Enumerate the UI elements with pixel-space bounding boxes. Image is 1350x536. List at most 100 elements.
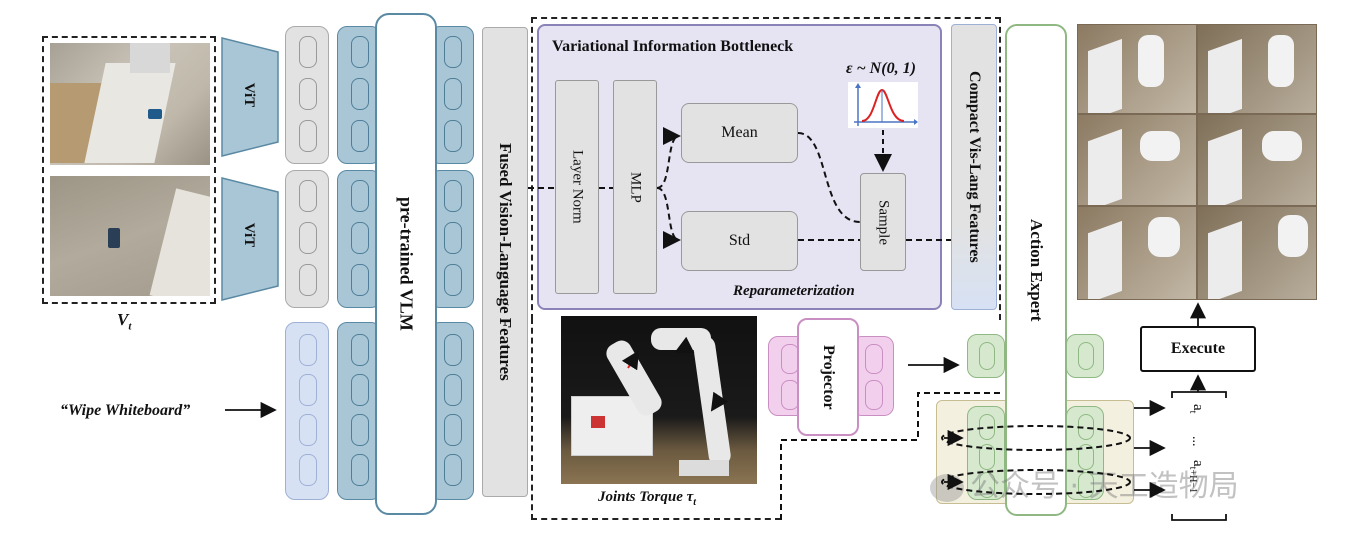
token-pill bbox=[351, 36, 369, 68]
watermark-text: 公众号 · 天工造物局 bbox=[970, 469, 1239, 504]
std-block: Std bbox=[681, 211, 798, 271]
token-pill bbox=[299, 180, 317, 212]
token-pill bbox=[979, 414, 995, 440]
vt-label: V bbox=[117, 310, 129, 329]
action-first-subscript: t bbox=[1187, 410, 1198, 414]
action-dots-text: ... bbox=[1189, 436, 1204, 447]
action-expert-label: Action Expert bbox=[1027, 218, 1046, 322]
gaussian-plot-icon bbox=[848, 82, 918, 128]
token-pill bbox=[444, 374, 462, 406]
camera-image-2 bbox=[50, 176, 210, 296]
token-pill bbox=[351, 78, 369, 110]
token-pill bbox=[444, 222, 462, 254]
torque-subscript: t bbox=[693, 497, 697, 508]
token-pill bbox=[299, 264, 317, 296]
token-pill bbox=[299, 334, 317, 366]
token-pill bbox=[299, 374, 317, 406]
action-first-letter: a bbox=[1190, 404, 1206, 411]
token-pill bbox=[444, 180, 462, 212]
vit-encoders bbox=[221, 37, 279, 301]
vlm-token-column-left-3 bbox=[337, 322, 381, 500]
token-pill bbox=[444, 264, 462, 296]
token-pill bbox=[351, 120, 369, 152]
execute-block: Execute bbox=[1140, 326, 1256, 372]
vlm-block: pre-trained VLM bbox=[375, 13, 437, 515]
token-pill bbox=[1078, 414, 1094, 440]
mlp-block: MLP bbox=[613, 80, 657, 294]
vit-trapezoid-2 bbox=[221, 177, 279, 301]
camera-image-1 bbox=[50, 43, 210, 165]
watermark-icon bbox=[930, 473, 964, 502]
input-images-frame bbox=[42, 36, 216, 304]
std-label: Std bbox=[728, 232, 751, 249]
token-pill bbox=[444, 120, 462, 152]
token-pill bbox=[444, 454, 462, 486]
action-first: at bbox=[1187, 404, 1208, 434]
execution-frame-1 bbox=[1078, 25, 1196, 113]
token-pill bbox=[444, 334, 462, 366]
torque-label: Joints Torque τt bbox=[598, 489, 696, 508]
compact-features-block: Compact Vis-Lang Features bbox=[951, 24, 997, 310]
sample-label: Sample bbox=[875, 199, 892, 245]
torque-dashed-region bbox=[531, 318, 781, 520]
layer-norm-block: Layer Norm bbox=[555, 80, 599, 294]
vision-token-column-1 bbox=[285, 26, 329, 164]
language-token-column bbox=[285, 322, 329, 500]
token-pill bbox=[299, 120, 317, 152]
action-dots: ... bbox=[1188, 436, 1208, 456]
sample-block: Sample bbox=[860, 173, 906, 271]
token-pill bbox=[351, 334, 369, 366]
projector-block: Projector bbox=[797, 318, 859, 436]
token-pill bbox=[351, 414, 369, 446]
execution-frame-3 bbox=[1078, 115, 1196, 205]
mlp-label: MLP bbox=[627, 171, 644, 203]
action-token-proj-left bbox=[967, 334, 1005, 378]
token-pill bbox=[444, 78, 462, 110]
vt-subscript: t bbox=[128, 320, 132, 333]
fused-features-block: Fused Vision-Language Features bbox=[482, 27, 528, 497]
epsilon-label: ε ~ N(0, 1) bbox=[846, 60, 916, 77]
action-expert-block: Action Expert bbox=[1005, 24, 1067, 516]
token-pill bbox=[351, 264, 369, 296]
vib-dashed-region bbox=[531, 17, 1001, 320]
token-pill bbox=[299, 222, 317, 254]
execution-frame-5 bbox=[1078, 207, 1196, 299]
token-pill bbox=[979, 342, 995, 370]
vit-label-2: ViT bbox=[241, 222, 258, 248]
token-pill bbox=[444, 36, 462, 68]
mean-block: Mean bbox=[681, 103, 798, 163]
watermark: 公众号 · 天工造物局 bbox=[930, 461, 1239, 505]
mean-label: Mean bbox=[721, 124, 758, 141]
compact-features-label: Compact Vis-Lang Features bbox=[966, 71, 983, 263]
projector-label: Projector bbox=[820, 344, 837, 410]
vit-trapezoid-1 bbox=[221, 37, 279, 157]
execution-frame-6 bbox=[1198, 207, 1316, 299]
reparameterization-label: Reparameterization bbox=[733, 283, 855, 299]
token-pill bbox=[351, 374, 369, 406]
vision-token-column-2 bbox=[285, 170, 329, 308]
fused-features-label: Fused Vision-Language Features bbox=[496, 143, 515, 381]
vib-title: Variational Information Bottleneck bbox=[552, 38, 794, 55]
execution-frame-4 bbox=[1198, 115, 1316, 205]
robot-arm-image bbox=[561, 316, 757, 484]
token-pill bbox=[1078, 342, 1094, 370]
token-pill bbox=[299, 454, 317, 486]
execution-frame-2 bbox=[1198, 25, 1316, 113]
token-pill bbox=[351, 454, 369, 486]
vit-label-1: ViT bbox=[241, 82, 258, 108]
token-pill bbox=[299, 36, 317, 68]
instruction-text: “Wipe Whiteboard” bbox=[60, 402, 191, 419]
layer-norm-label: Layer Norm bbox=[569, 150, 586, 224]
token-pill bbox=[865, 344, 883, 374]
token-pill bbox=[299, 414, 317, 446]
token-pill bbox=[444, 414, 462, 446]
action-brace-top bbox=[1171, 391, 1227, 398]
vlm-token-column-left-2 bbox=[337, 170, 381, 308]
token-pill bbox=[299, 78, 317, 110]
execute-label: Execute bbox=[1170, 340, 1226, 357]
token-pill bbox=[351, 180, 369, 212]
vlm-label: pre-trained VLM bbox=[396, 197, 417, 331]
torque-label-text: Joints Torque τ bbox=[598, 489, 694, 505]
token-pill bbox=[865, 380, 883, 410]
token-pill bbox=[351, 222, 369, 254]
